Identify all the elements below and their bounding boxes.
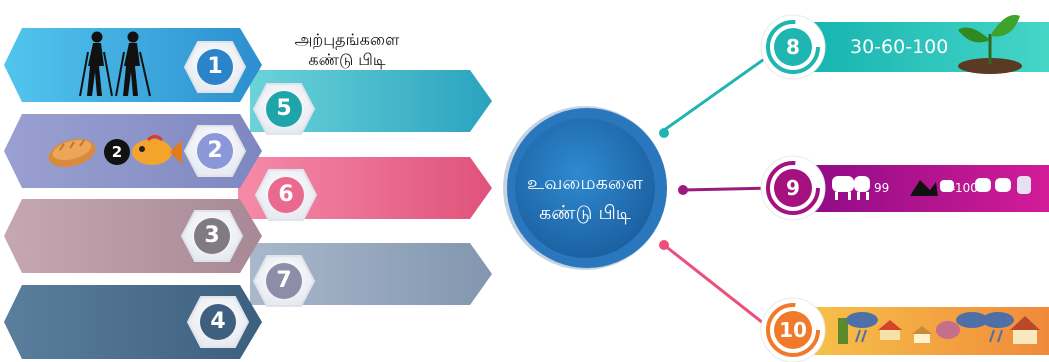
- center-circle: [503, 106, 667, 270]
- hex-5: [252, 83, 316, 135]
- circle-8: [760, 14, 826, 80]
- item-number-9[interactable]: 9: [786, 176, 800, 200]
- bar-9-text-a: 99: [874, 181, 890, 195]
- item-number-3[interactable]: 3: [204, 223, 220, 248]
- connector-8: [659, 53, 771, 135]
- bread-fish-icon: [48, 135, 182, 168]
- hex-4: [186, 296, 250, 348]
- rain-houses-icon: [838, 312, 1040, 344]
- item-number-10[interactable]: 10: [779, 318, 807, 342]
- connector-9: [682, 186, 776, 192]
- center-line-1: உவமைகளை: [527, 172, 643, 194]
- item-number-1[interactable]: 1: [207, 54, 223, 79]
- bar-8-text: 30-60-100: [850, 36, 949, 58]
- heading-line-1: அற்புதங்களை: [294, 30, 400, 49]
- item-number-8[interactable]: 8: [786, 35, 800, 59]
- hex-3: [180, 210, 244, 262]
- sprout-icon: [958, 14, 1022, 74]
- item-number-5[interactable]: 5: [276, 96, 292, 121]
- item-number-7[interactable]: 7: [276, 268, 292, 293]
- bar-9-equals: =: [946, 181, 957, 195]
- bar-2-inline-number: 2: [111, 143, 123, 161]
- heading-line-2: கண்டு பிடி: [308, 50, 386, 69]
- hex-6: [254, 169, 318, 221]
- item-number-2[interactable]: 2: [207, 138, 223, 163]
- walking-people-icon: [79, 31, 151, 97]
- hex-2: [183, 125, 247, 177]
- center-title: உவமைகளை கண்டு பிடி: [505, 168, 665, 228]
- hex-1: [183, 41, 247, 93]
- center-line-2: கண்டு பிடி: [539, 202, 631, 224]
- item-number-6[interactable]: 6: [278, 182, 294, 207]
- connector-10: [663, 243, 773, 332]
- top-heading: அற்புதங்களை கண்டு பிடி: [272, 30, 422, 70]
- sheep-shepherd-icon: [832, 176, 1031, 200]
- circle-10: [760, 297, 826, 362]
- hex-7: [252, 255, 316, 307]
- item-number-4[interactable]: 4: [210, 309, 226, 334]
- circle-9: [760, 155, 826, 221]
- bar-9-text-b: 100: [955, 181, 978, 195]
